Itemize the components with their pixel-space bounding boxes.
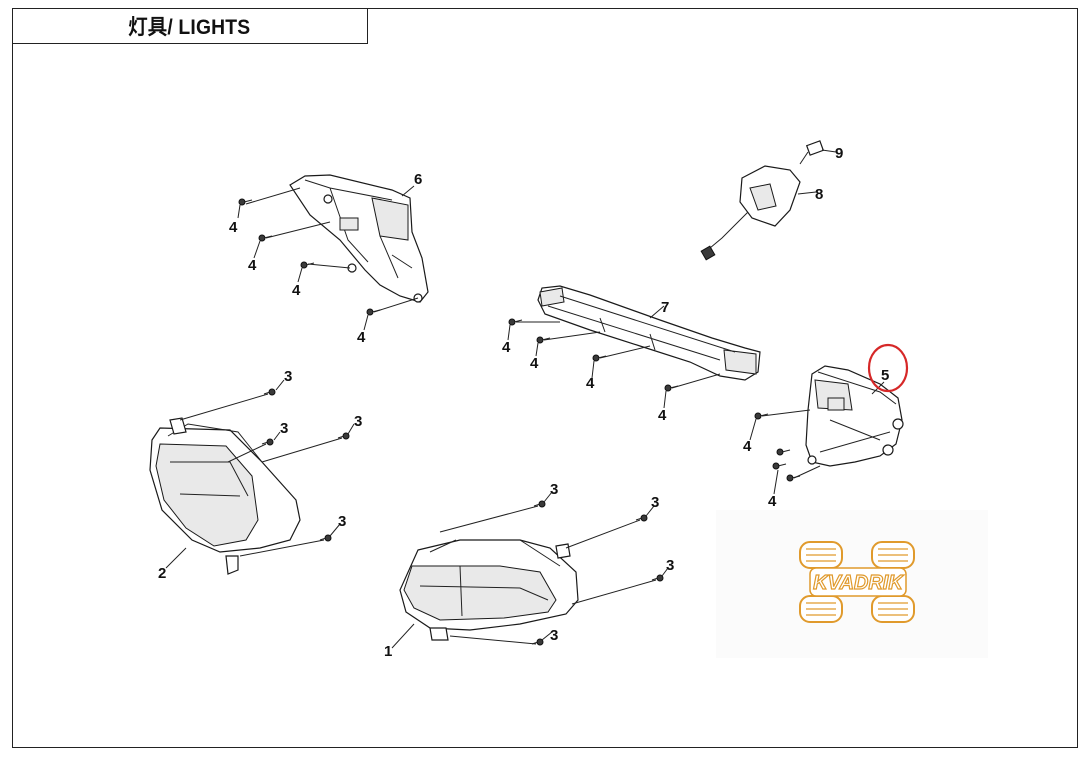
screw [300, 261, 315, 269]
callout-9: 9 [835, 145, 843, 162]
screw [664, 384, 679, 392]
callout-8: 8 [815, 186, 823, 203]
drawing-frame [12, 8, 1078, 748]
page-title: 灯具/ LIGHTS [128, 15, 251, 39]
callout-3: 3 [550, 627, 558, 644]
screw [337, 432, 350, 440]
callout-2: 2 [158, 565, 166, 582]
callout-3: 3 [284, 368, 292, 385]
callout-3: 3 [651, 494, 659, 511]
callout-3: 3 [338, 513, 346, 530]
watermark-text: KVADRIK [813, 572, 904, 594]
screw [319, 534, 332, 542]
callout-4: 4 [768, 493, 777, 510]
part-6-left-bracket [289, 174, 429, 303]
screw [258, 234, 273, 242]
screw [651, 574, 664, 582]
part-5-right-bracket [805, 365, 904, 467]
screw [261, 438, 274, 446]
part-7-center-bracket [537, 285, 761, 381]
callout-4: 4 [743, 438, 752, 455]
screw [754, 412, 769, 420]
callout-5: 5 [881, 367, 889, 384]
screw [592, 354, 607, 362]
screw [533, 500, 546, 508]
callout-4: 4 [292, 282, 301, 299]
screw [635, 514, 648, 522]
callout-1: 1 [384, 643, 392, 660]
part-1-center-headlight [399, 539, 579, 641]
callout-3: 3 [354, 413, 362, 430]
screw [263, 388, 276, 396]
part-9-bolt [799, 140, 825, 165]
part-8-lamp [700, 165, 801, 261]
callout-4: 4 [248, 257, 257, 274]
callout-3: 3 [666, 557, 674, 574]
callout-7: 7 [661, 299, 669, 316]
highlight-circle [867, 343, 909, 393]
screw [531, 638, 544, 646]
callout-4: 4 [530, 355, 539, 372]
callout-3: 3 [550, 481, 558, 498]
screw [536, 336, 551, 344]
title-box: 灯具/ LIGHTS [12, 8, 368, 44]
screw [238, 198, 253, 206]
screw [772, 462, 787, 470]
screw [776, 448, 791, 456]
callout-4: 4 [229, 219, 238, 236]
callout-4: 4 [658, 407, 667, 424]
callout-6: 6 [414, 171, 422, 188]
callout-4: 4 [586, 375, 595, 392]
screw [508, 318, 523, 326]
leader-lines [165, 149, 885, 649]
callout-4: 4 [357, 329, 366, 346]
callout-4: 4 [502, 339, 511, 356]
callouts: 6 4 4 4 4 9 8 7 4 4 4 4 5 4 4 3 3 3 3 2 … [158, 145, 889, 660]
screw [366, 308, 381, 316]
callout-3: 3 [280, 420, 288, 437]
watermark-logo: KVADRIK [716, 510, 988, 658]
part-2-left-headlight [149, 417, 301, 575]
